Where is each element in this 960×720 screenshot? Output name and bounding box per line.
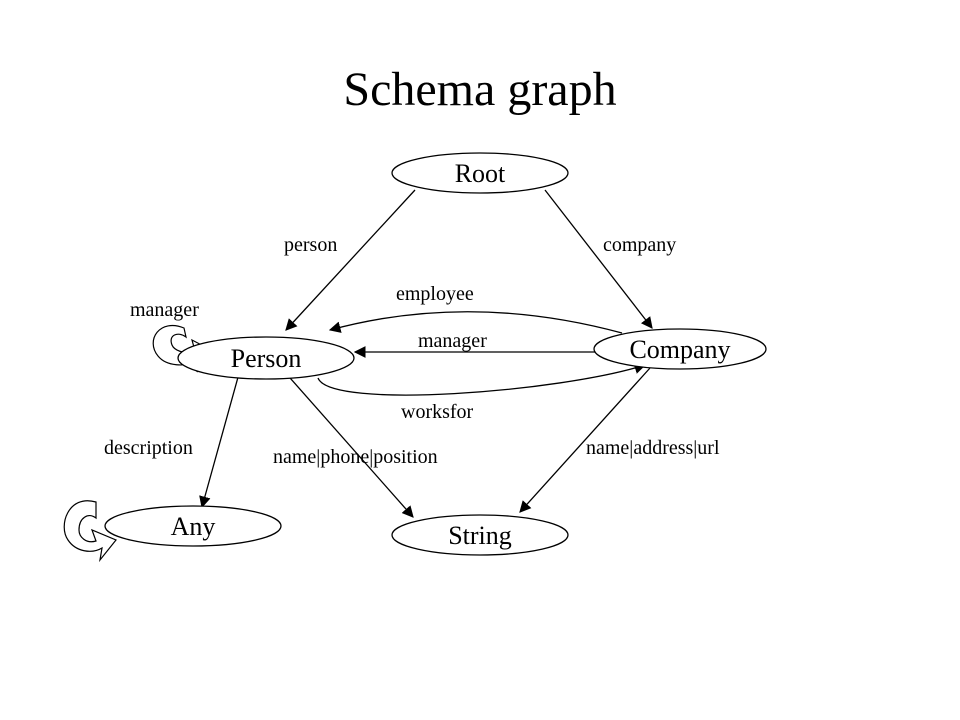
node-company-label: Company: [629, 335, 730, 364]
any-self-loop-icon: [63, 500, 117, 563]
edge-label-employee: employee: [396, 283, 474, 305]
edge-label-manager: manager: [418, 330, 487, 352]
node-root-label: Root: [455, 159, 506, 188]
edge-person-string: [282, 369, 414, 518]
edge-root-person: [285, 189, 416, 331]
node-person: Person: [177, 336, 355, 380]
edge-company-string: [519, 367, 651, 513]
edge-employee: [328, 311, 623, 334]
edge-label-person: person: [284, 234, 337, 256]
node-person-label: Person: [231, 344, 302, 373]
edge-label-manager-self: manager: [130, 299, 199, 321]
node-string-label: String: [448, 521, 512, 550]
edge-description: [199, 369, 241, 509]
node-root: Root: [391, 152, 569, 194]
node-string: String: [391, 514, 569, 556]
node-any: Any: [104, 505, 282, 547]
edge-label-person-string: name|phone|position: [273, 446, 438, 468]
edge-label-description: description: [104, 437, 193, 459]
node-company: Company: [593, 328, 767, 370]
edge-root-company: [544, 189, 653, 329]
edge-label-worksfor: worksfor: [401, 401, 474, 423]
page-title: Schema graph: [343, 63, 617, 116]
node-any-label: Any: [171, 512, 216, 541]
edge-worksfor: [317, 362, 647, 396]
edge-label-company: company: [603, 234, 676, 256]
edge-label-company-string: name|address|url: [586, 437, 720, 459]
